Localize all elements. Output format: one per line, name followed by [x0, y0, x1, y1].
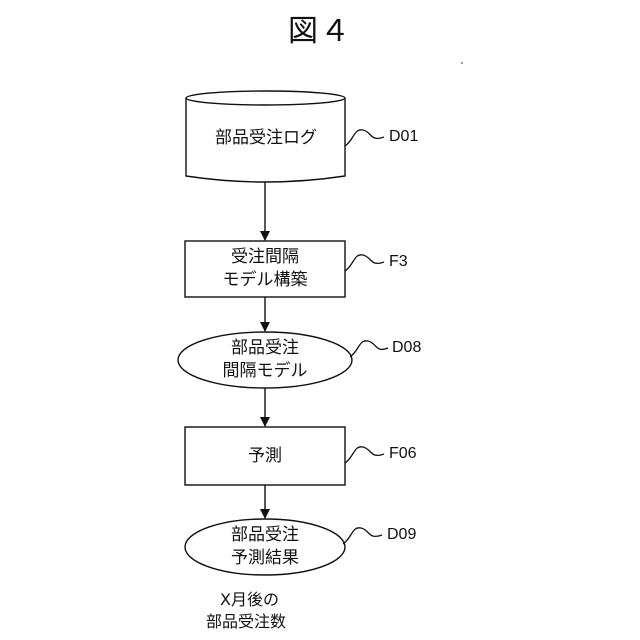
ref-label-f06: F06	[389, 445, 417, 463]
leader-line-d08	[350, 341, 388, 357]
ref-label-f3: F3	[389, 253, 408, 271]
output-note: X月後の 部品受注数	[206, 589, 286, 633]
node-d09-line-2: 予測結果	[185, 547, 345, 570]
leader-line-f06	[345, 447, 384, 463]
node-d09-line-1: 部品受注	[185, 524, 345, 547]
leader-line-f3	[345, 255, 384, 271]
leader-line-d01	[345, 130, 384, 146]
node-f3-line-1: 受注間隔	[185, 246, 345, 269]
ref-label-d08: D08	[392, 339, 421, 357]
node-d08-line-1: 部品受注	[178, 337, 352, 360]
node-f06-text: 予測	[185, 445, 345, 468]
node-f06-line-1: 予測	[185, 445, 345, 468]
node-f3-text: 受注間隔 モデル構築	[185, 246, 345, 292]
leader-line-d09	[343, 528, 382, 544]
node-f3-line-2: モデル構築	[185, 269, 345, 292]
node-d08-text: 部品受注 間隔モデル	[178, 337, 352, 383]
node-d08-line-2: 間隔モデル	[178, 360, 352, 383]
node-d09-text: 部品受注 予測結果	[185, 524, 345, 570]
output-note-line-2: 部品受注数	[206, 611, 286, 633]
node-d01-line-1: 部品受注ログ	[186, 127, 346, 150]
ref-label-d09: D09	[387, 526, 416, 544]
scan-speck	[461, 62, 463, 64]
output-note-line-1: X月後の	[206, 589, 286, 611]
node-d01-text: 部品受注ログ	[186, 127, 346, 150]
ref-label-d01: D01	[389, 128, 418, 146]
